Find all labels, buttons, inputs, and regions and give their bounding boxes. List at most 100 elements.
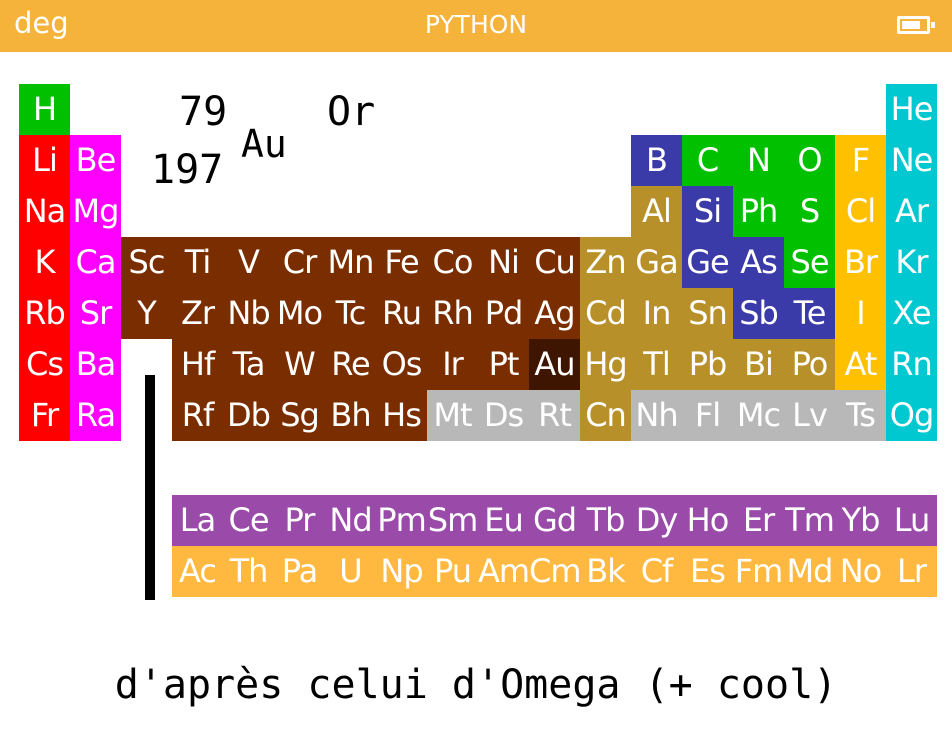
element-cell-br[interactable]: Br bbox=[835, 237, 886, 288]
element-cell-sc[interactable]: Sc bbox=[121, 237, 172, 288]
element-cell-as[interactable]: As bbox=[733, 237, 784, 288]
element-cell-sg[interactable]: Sg bbox=[274, 390, 325, 441]
element-cell-hf[interactable]: Hf bbox=[172, 339, 223, 390]
element-cell-be[interactable]: Be bbox=[70, 135, 121, 186]
element-cell-au[interactable]: Au bbox=[529, 339, 580, 390]
element-cell-ds[interactable]: Ds bbox=[478, 390, 529, 441]
element-cell-li[interactable]: Li bbox=[19, 135, 70, 186]
element-cell-fm[interactable]: Fm bbox=[733, 546, 784, 597]
element-cell-at[interactable]: At bbox=[835, 339, 886, 390]
element-cell-te[interactable]: Te bbox=[784, 288, 835, 339]
element-cell-lr[interactable]: Lr bbox=[886, 546, 937, 597]
element-cell-pm[interactable]: Pm bbox=[376, 495, 427, 546]
element-cell-ts[interactable]: Ts bbox=[835, 390, 886, 441]
element-cell-ir[interactable]: Ir bbox=[427, 339, 478, 390]
element-cell-he[interactable]: He bbox=[886, 84, 937, 135]
element-cell-rn[interactable]: Rn bbox=[886, 339, 937, 390]
element-cell-tb[interactable]: Tb bbox=[580, 495, 631, 546]
element-cell-mt[interactable]: Mt bbox=[427, 390, 478, 441]
element-cell-sn[interactable]: Sn bbox=[682, 288, 733, 339]
element-cell-cf[interactable]: Cf bbox=[631, 546, 682, 597]
element-cell-ce[interactable]: Ce bbox=[223, 495, 274, 546]
element-cell-se[interactable]: Se bbox=[784, 237, 835, 288]
element-cell-zr[interactable]: Zr bbox=[172, 288, 223, 339]
element-cell-yb[interactable]: Yb bbox=[835, 495, 886, 546]
element-cell-o[interactable]: O bbox=[784, 135, 835, 186]
element-cell-ho[interactable]: Ho bbox=[682, 495, 733, 546]
element-cell-cm[interactable]: Cm bbox=[529, 546, 580, 597]
element-cell-ag[interactable]: Ag bbox=[529, 288, 580, 339]
element-cell-pr[interactable]: Pr bbox=[274, 495, 325, 546]
element-cell-k[interactable]: K bbox=[19, 237, 70, 288]
element-cell-nb[interactable]: Nb bbox=[223, 288, 274, 339]
element-cell-b[interactable]: B bbox=[631, 135, 682, 186]
element-cell-in[interactable]: In bbox=[631, 288, 682, 339]
element-cell-np[interactable]: Np bbox=[376, 546, 427, 597]
element-cell-ge[interactable]: Ge bbox=[682, 237, 733, 288]
element-cell-tl[interactable]: Tl bbox=[631, 339, 682, 390]
element-cell-ba[interactable]: Ba bbox=[70, 339, 121, 390]
element-cell-cr[interactable]: Cr bbox=[274, 237, 325, 288]
element-cell-re[interactable]: Re bbox=[325, 339, 376, 390]
element-cell-mc[interactable]: Mc bbox=[733, 390, 784, 441]
element-cell-s[interactable]: S bbox=[784, 186, 835, 237]
element-cell-rh[interactable]: Rh bbox=[427, 288, 478, 339]
element-cell-og[interactable]: Og bbox=[886, 390, 937, 441]
element-cell-ta[interactable]: Ta bbox=[223, 339, 274, 390]
element-cell-es[interactable]: Es bbox=[682, 546, 733, 597]
element-cell-ti[interactable]: Ti bbox=[172, 237, 223, 288]
element-cell-n[interactable]: N bbox=[733, 135, 784, 186]
element-cell-sm[interactable]: Sm bbox=[427, 495, 478, 546]
element-cell-mg[interactable]: Mg bbox=[70, 186, 121, 237]
element-cell-hs[interactable]: Hs bbox=[376, 390, 427, 441]
element-cell-sb[interactable]: Sb bbox=[733, 288, 784, 339]
element-cell-pt[interactable]: Pt bbox=[478, 339, 529, 390]
element-cell-h[interactable]: H bbox=[19, 84, 70, 135]
element-cell-y[interactable]: Y bbox=[121, 288, 172, 339]
element-cell-cd[interactable]: Cd bbox=[580, 288, 631, 339]
element-cell-mn[interactable]: Mn bbox=[325, 237, 376, 288]
element-cell-i[interactable]: I bbox=[835, 288, 886, 339]
element-cell-ar[interactable]: Ar bbox=[886, 186, 937, 237]
element-cell-cs[interactable]: Cs bbox=[19, 339, 70, 390]
element-cell-tc[interactable]: Tc bbox=[325, 288, 376, 339]
element-cell-bi[interactable]: Bi bbox=[733, 339, 784, 390]
element-cell-cn[interactable]: Cn bbox=[580, 390, 631, 441]
element-cell-w[interactable]: W bbox=[274, 339, 325, 390]
element-cell-fe[interactable]: Fe bbox=[376, 237, 427, 288]
element-cell-rt[interactable]: Rt bbox=[529, 390, 580, 441]
element-cell-po[interactable]: Po bbox=[784, 339, 835, 390]
element-cell-eu[interactable]: Eu bbox=[478, 495, 529, 546]
element-cell-ra[interactable]: Ra bbox=[70, 390, 121, 441]
element-cell-lv[interactable]: Lv bbox=[784, 390, 835, 441]
element-cell-gd[interactable]: Gd bbox=[529, 495, 580, 546]
element-cell-co[interactable]: Co bbox=[427, 237, 478, 288]
element-cell-ga[interactable]: Ga bbox=[631, 237, 682, 288]
element-cell-db[interactable]: Db bbox=[223, 390, 274, 441]
element-cell-fr[interactable]: Fr bbox=[19, 390, 70, 441]
element-cell-al[interactable]: Al bbox=[631, 186, 682, 237]
element-cell-nh[interactable]: Nh bbox=[631, 390, 682, 441]
element-cell-pd[interactable]: Pd bbox=[478, 288, 529, 339]
element-cell-cu[interactable]: Cu bbox=[529, 237, 580, 288]
element-cell-ph[interactable]: Ph bbox=[733, 186, 784, 237]
element-cell-fl[interactable]: Fl bbox=[682, 390, 733, 441]
element-cell-os[interactable]: Os bbox=[376, 339, 427, 390]
element-cell-th[interactable]: Th bbox=[223, 546, 274, 597]
element-cell-pu[interactable]: Pu bbox=[427, 546, 478, 597]
element-cell-si[interactable]: Si bbox=[682, 186, 733, 237]
element-cell-ru[interactable]: Ru bbox=[376, 288, 427, 339]
element-cell-pa[interactable]: Pa bbox=[274, 546, 325, 597]
element-cell-v[interactable]: V bbox=[223, 237, 274, 288]
element-cell-no[interactable]: No bbox=[835, 546, 886, 597]
element-cell-na[interactable]: Na bbox=[19, 186, 70, 237]
element-cell-zn[interactable]: Zn bbox=[580, 237, 631, 288]
element-cell-mo[interactable]: Mo bbox=[274, 288, 325, 339]
element-cell-bk[interactable]: Bk bbox=[580, 546, 631, 597]
element-cell-u[interactable]: U bbox=[325, 546, 376, 597]
element-cell-xe[interactable]: Xe bbox=[886, 288, 937, 339]
element-cell-cl[interactable]: Cl bbox=[835, 186, 886, 237]
element-cell-la[interactable]: La bbox=[172, 495, 223, 546]
element-cell-c[interactable]: C bbox=[682, 135, 733, 186]
element-cell-dy[interactable]: Dy bbox=[631, 495, 682, 546]
